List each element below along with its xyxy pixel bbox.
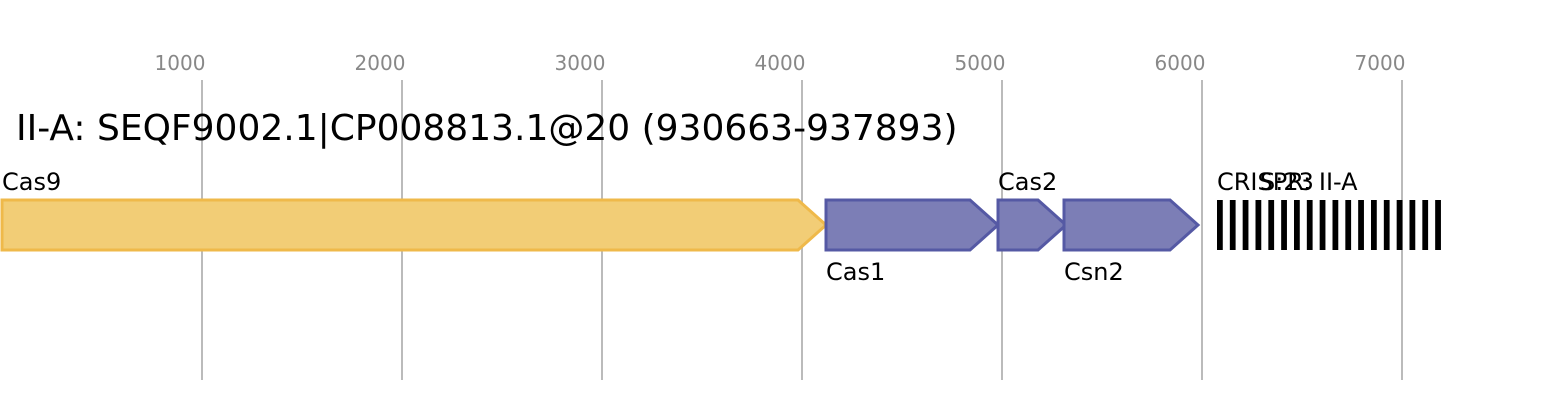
crispr-array: CRISPR: II-AS:23 bbox=[1217, 168, 1441, 250]
locus-title: II-A: SEQF9002.1|CP008813.1@20 (930663-9… bbox=[16, 108, 958, 149]
tick-label-5000: 5000 bbox=[955, 51, 1006, 75]
crispr-repeat bbox=[1294, 200, 1300, 250]
crispr-repeat bbox=[1345, 200, 1352, 250]
tick-label-7000: 7000 bbox=[1355, 51, 1406, 75]
crispr-repeat bbox=[1396, 200, 1403, 250]
tick-label-6000: 6000 bbox=[1155, 51, 1206, 75]
crispr-repeat bbox=[1371, 200, 1377, 250]
cas2-gene-label: Cas2 bbox=[998, 168, 1057, 196]
crispr-repeat bbox=[1383, 200, 1390, 250]
cas2-gene-arrow bbox=[996, 198, 1069, 252]
crispr-repeat bbox=[1422, 200, 1429, 250]
tick-label-4000: 4000 bbox=[755, 51, 806, 75]
cas1-gene-arrow bbox=[824, 198, 1001, 252]
tick-label-2000: 2000 bbox=[355, 51, 406, 75]
crispr-repeat bbox=[1435, 200, 1441, 250]
crispr-repeat bbox=[1319, 200, 1326, 250]
cas9-gene-label: Cas9 bbox=[2, 168, 61, 196]
crispr-repeat bbox=[1217, 200, 1223, 250]
crispr-label: CRISPR: II-A bbox=[1217, 168, 1358, 196]
crispr-repeat bbox=[1409, 200, 1416, 250]
tick-label-1000: 1000 bbox=[155, 51, 206, 75]
cas1-gene-label: Cas1 bbox=[826, 258, 885, 286]
crispr-repeat bbox=[1306, 200, 1313, 250]
crispr-repeat bbox=[1332, 200, 1339, 250]
crispr-repeat bbox=[1229, 200, 1236, 250]
tick-label-3000: 3000 bbox=[555, 51, 606, 75]
crispr-repeat bbox=[1281, 200, 1287, 250]
csn2-gene-arrow bbox=[1062, 198, 1201, 252]
crispr-repeat bbox=[1255, 200, 1262, 250]
crispr-repeat bbox=[1242, 200, 1249, 250]
crispr-spacer-count: S:23 bbox=[1260, 168, 1314, 196]
axis-tick-labels: 1000 2000 3000 4000 5000 6000 7000 bbox=[155, 51, 1406, 75]
cas9-gene-arrow bbox=[0, 198, 829, 252]
crispr-repeat bbox=[1358, 200, 1364, 250]
crispr-repeat bbox=[1268, 200, 1275, 250]
csn2-gene-label: Csn2 bbox=[1064, 258, 1124, 286]
